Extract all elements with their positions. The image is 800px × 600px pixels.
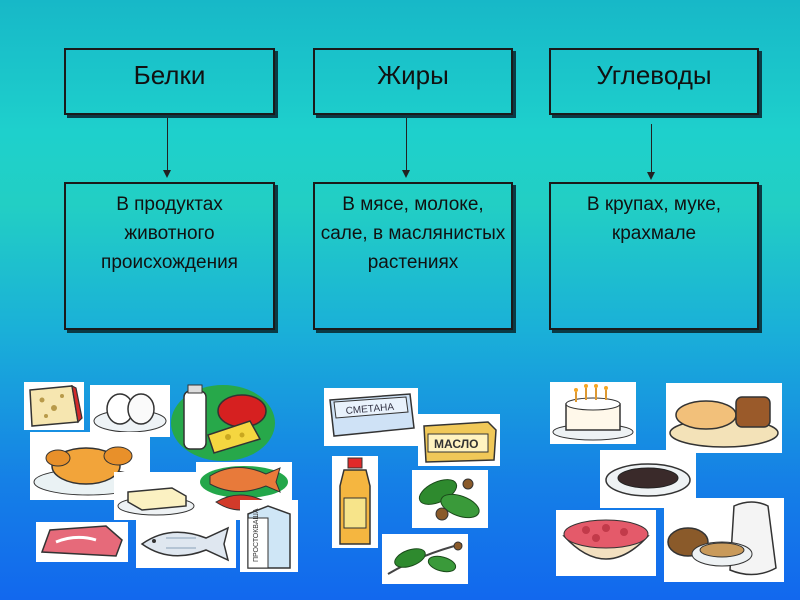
fish-icon <box>136 520 236 568</box>
hazelnut-leaves-icon <box>412 470 488 528</box>
proteins-header: Белки <box>64 48 275 115</box>
carbs-header: Углеводы <box>549 48 759 115</box>
proteins-description-box: В продуктах животного происхождения <box>64 182 275 330</box>
kefir-label: ПРОСТОКВАША <box>253 508 260 562</box>
seed-branch-icon <box>382 534 468 584</box>
berries-bowl-icon <box>556 510 656 576</box>
cheese-wedge-icon <box>24 382 84 430</box>
butter-pack-icon: МАСЛО <box>418 414 500 466</box>
proteins-title: Белки <box>133 60 206 90</box>
butter-block-icon <box>114 472 198 520</box>
milk-cheese-icon <box>171 384 275 461</box>
cake-icon <box>550 382 636 444</box>
proteins-arrow <box>163 118 171 178</box>
carbs-description-box: В крупах, муке, крахмале <box>549 182 759 330</box>
oil-bottle-icon <box>332 456 378 548</box>
fats-title: Жиры <box>377 60 449 90</box>
flour-sack-icon <box>664 498 784 582</box>
butter-label: МАСЛО <box>434 437 478 451</box>
fats-description-box: В мясе, молоке, сале, в маслянистых раст… <box>313 182 513 330</box>
fats-description: В мясе, молоке, сале, в маслянистых раст… <box>320 194 506 273</box>
sour-cream-icon: СМЕТАНА <box>324 388 418 446</box>
eggs-plate-icon <box>90 385 170 437</box>
kefir-carton-icon: ПРОСТОКВАША <box>240 500 298 572</box>
carbs-title: Углеводы <box>596 60 712 90</box>
carbs-description: В крупах, муке, крахмале <box>586 194 722 244</box>
proteins-description: В продуктах животного происхождения <box>101 194 238 273</box>
carbs-arrow <box>647 124 655 180</box>
fats-header: Жиры <box>313 48 513 115</box>
raw-meat-icon <box>36 522 128 562</box>
sour-cream-label: СМЕТАНА <box>345 402 395 417</box>
fats-arrow <box>402 118 410 178</box>
bread-basket-icon <box>666 383 782 453</box>
